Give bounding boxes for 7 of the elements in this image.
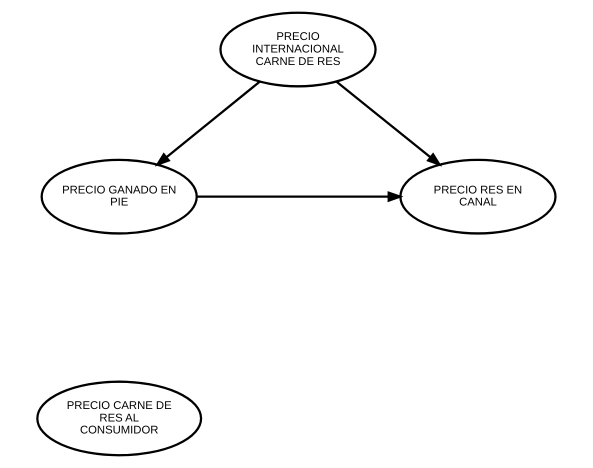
node-ellipse: PRECIO CARNE DE RES AL CONSUMIDOR: [36, 380, 202, 456]
arrow: [154, 80, 260, 167]
node-ellipse: PRECIO RES EN CANAL: [399, 158, 557, 235]
node-ellipse: PRECIO INTERNACIONAL CARNE DE RES: [219, 12, 377, 88]
node-ellipse: PRECIO GANADO EN PIE: [40, 158, 198, 235]
arrow: [336, 80, 442, 167]
arrow: [196, 191, 404, 202]
